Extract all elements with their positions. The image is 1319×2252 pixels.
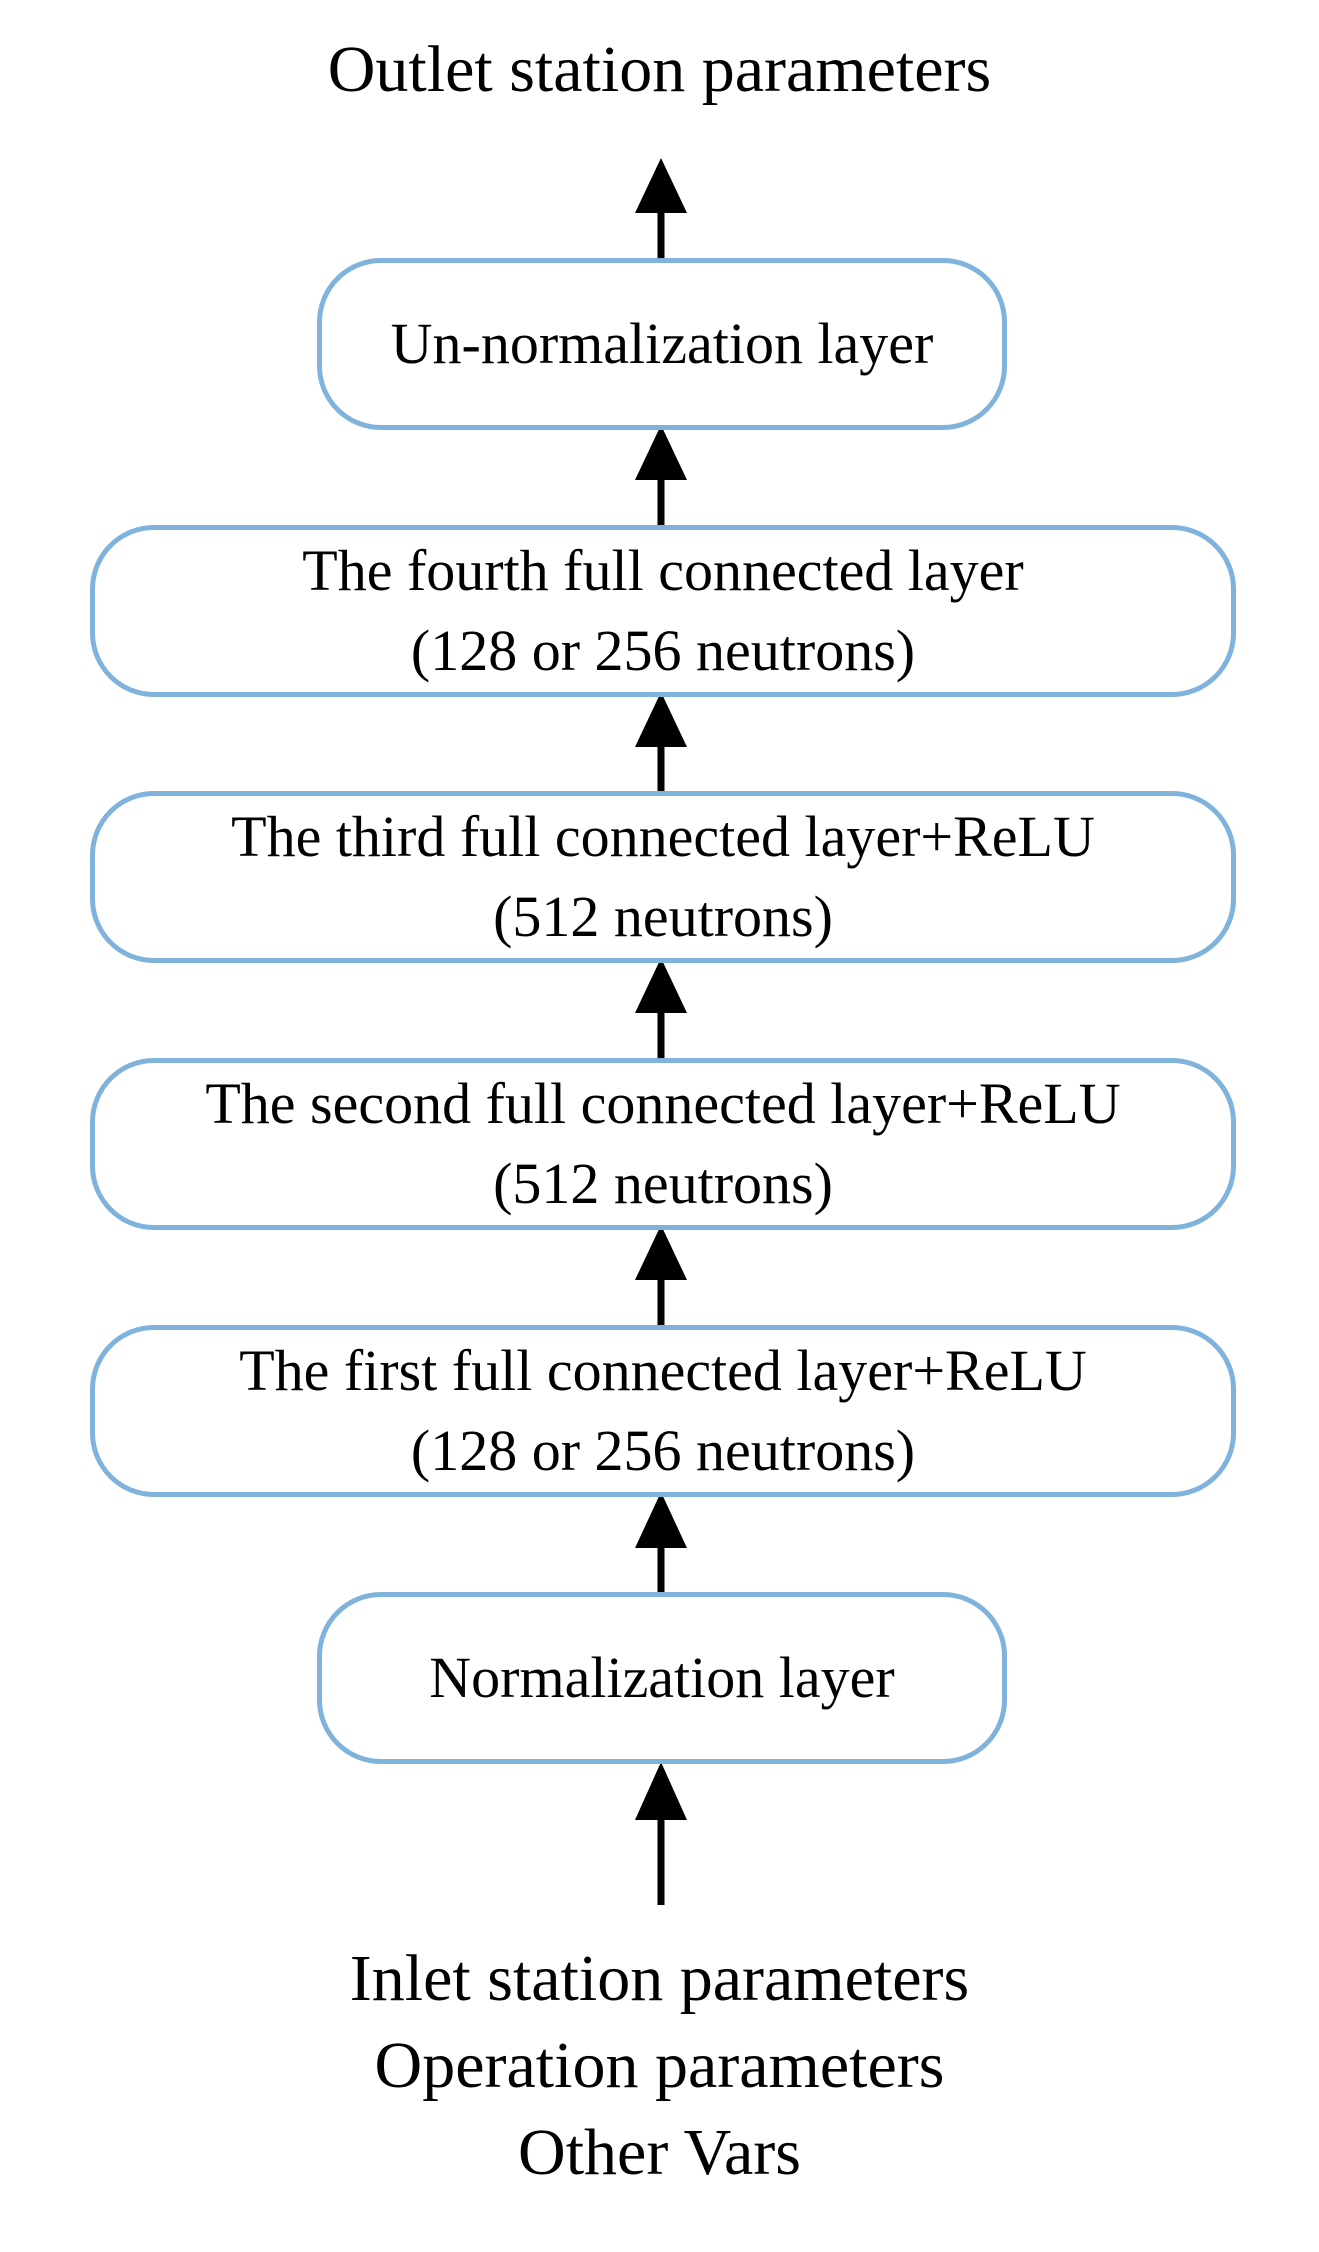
input-labels: Inlet station parameters Operation param… <box>0 1935 1319 2196</box>
layer-box-fc4: The fourth full connected layer (128 or … <box>90 525 1236 697</box>
arrow-normalization-to-fc1 <box>635 1492 687 1592</box>
layer-title: The second full connected layer+ReLU <box>205 1071 1121 1136</box>
input-label-operation: Operation parameters <box>374 2029 945 2102</box>
layer-detail: (512 neutrons) <box>493 884 833 949</box>
arrow-input-to-normalization <box>635 1762 687 1905</box>
arrow-unnormalization-to-output <box>635 158 687 258</box>
layer-box-fc3: The third full connected layer+ReLU (512… <box>90 791 1236 963</box>
layer-title: Un-normalization layer <box>390 311 934 376</box>
layer-detail: (128 or 256 neutrons) <box>410 618 916 683</box>
layer-box-fc1: The first full connected layer+ReLU (128… <box>90 1325 1236 1497</box>
arrow-fc3-to-fc4 <box>635 692 687 791</box>
layer-title: Normalization layer <box>429 1645 895 1710</box>
layer-title: The first full connected layer+ReLU <box>239 1338 1087 1403</box>
arrow-fc2-to-fc3 <box>635 958 687 1058</box>
layer-detail: (128 or 256 neutrons) <box>410 1418 916 1483</box>
layer-box-fc2: The second full connected layer+ReLU (51… <box>90 1058 1236 1230</box>
output-label: Outlet station parameters <box>327 33 992 106</box>
layer-detail: (512 neutrons) <box>493 1151 833 1216</box>
layer-title: The fourth full connected layer <box>302 538 1024 603</box>
arrow-fc4-to-unnormalization <box>635 425 687 525</box>
arrow-fc1-to-fc2 <box>635 1225 687 1325</box>
input-label-inlet: Inlet station parameters <box>349 1942 970 2015</box>
input-label-other: Other Vars <box>518 2116 801 2189</box>
layer-title: The third full connected layer+ReLU <box>231 804 1095 869</box>
layer-box-unnormalization: Un-normalization layer <box>317 258 1007 430</box>
layer-box-normalization: Normalization layer <box>317 1592 1007 1764</box>
